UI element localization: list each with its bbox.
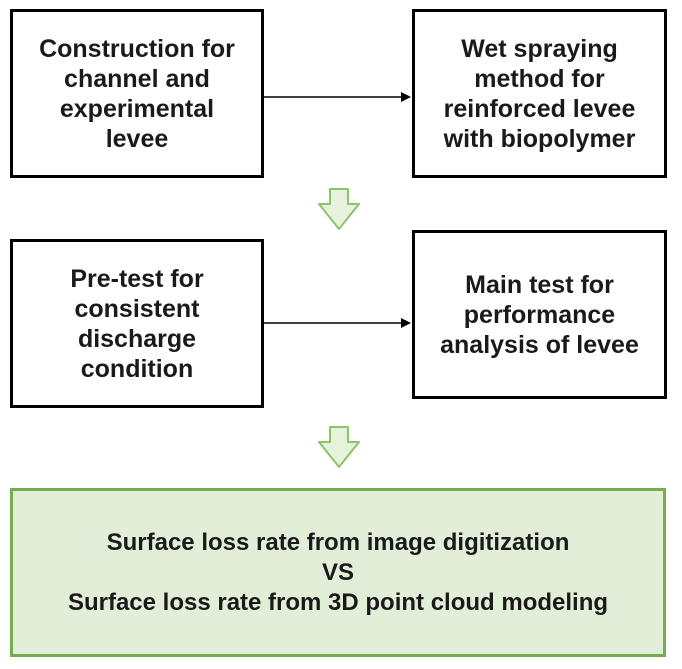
down-arrow-icon [318, 426, 360, 468]
maintest-step-label: Main test for performance analysis of le… [440, 270, 639, 359]
construction-step-label: Construction for channel and experimenta… [39, 34, 235, 153]
result-comparison-box: Surface loss rate from image digitizatio… [10, 488, 666, 657]
pretest-step-box: Pre-test for consistent discharge condit… [10, 239, 264, 408]
maintest-step-box: Main test for performance analysis of le… [412, 230, 667, 399]
wet-spraying-step-box: Wet spraying method for reinforced levee… [412, 9, 667, 178]
result-line-point-cloud: Surface loss rate from 3D point cloud mo… [67, 588, 609, 616]
right-arrow-icon [264, 92, 411, 102]
result-line-vs: VS [321, 558, 354, 586]
construction-step-box: Construction for channel and experimenta… [10, 9, 264, 178]
wet-spraying-step-label: Wet spraying method for reinforced levee… [443, 34, 636, 153]
pretest-step-label: Pre-test for consistent discharge condit… [70, 264, 204, 383]
result-line-image-digitization: Surface loss rate from image digitizatio… [106, 528, 570, 556]
right-arrow-icon [264, 318, 411, 328]
down-arrow-icon [318, 188, 360, 230]
